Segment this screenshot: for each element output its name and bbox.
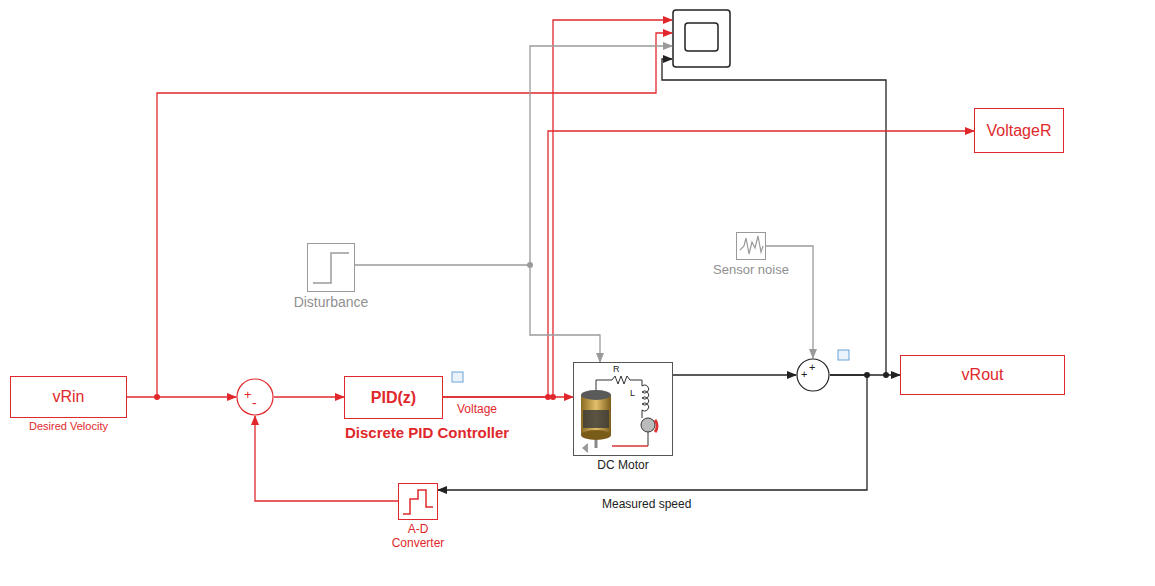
outport-block: vRout bbox=[900, 355, 1065, 395]
sum-block-text: + bbox=[801, 368, 807, 380]
sum-block-text: + bbox=[244, 387, 252, 402]
noise-block: Sensor noise bbox=[736, 232, 766, 260]
sum-block: +- bbox=[236, 378, 274, 416]
inport-block-text: vRin bbox=[52, 388, 84, 406]
outport-block: VoltageR bbox=[974, 108, 1064, 153]
scope-wire bbox=[530, 46, 672, 265]
inport-block: vRinDesired Velocity bbox=[10, 376, 127, 418]
step-block-text: Disturbance bbox=[294, 294, 369, 310]
component-label: R bbox=[613, 364, 620, 374]
signal-line bbox=[274, 396, 344, 397]
sum-block-text: - bbox=[252, 395, 257, 411]
sum-block-text: + bbox=[809, 361, 815, 373]
noise-icon bbox=[740, 236, 763, 254]
signal-line bbox=[127, 396, 236, 397]
log-icon bbox=[838, 350, 849, 360]
scope-block bbox=[673, 10, 730, 67]
outport-block-text: VoltageR bbox=[987, 122, 1052, 140]
step-icon bbox=[313, 253, 349, 283]
inport-block-text: Desired Velocity bbox=[29, 420, 108, 432]
scope-wire bbox=[157, 33, 672, 397]
sum-block: ++ bbox=[796, 358, 830, 392]
dc-motor-block-text: DC Motor bbox=[597, 458, 648, 472]
outport-block-text: vRout bbox=[962, 366, 1004, 384]
adc-block: A-D Converter bbox=[398, 483, 438, 520]
scope-wire bbox=[662, 59, 886, 375]
signal-line bbox=[443, 131, 974, 397]
scope-wire bbox=[553, 20, 672, 397]
pid-block-text: PID(z) bbox=[371, 389, 416, 407]
dc-motor-block: DC Motor bbox=[573, 362, 673, 456]
dc-motor-illustration bbox=[581, 376, 657, 453]
signal-label: Measured speed bbox=[600, 497, 693, 511]
adc-icon bbox=[403, 490, 433, 514]
noise-block-text: Sensor noise bbox=[713, 262, 789, 277]
pid-block-text: Discrete PID Controller bbox=[345, 424, 509, 441]
step-block: Disturbance bbox=[307, 243, 355, 292]
component-label: L bbox=[630, 388, 635, 398]
log-icon bbox=[452, 372, 463, 382]
adc-block-text: A-D Converter bbox=[385, 522, 451, 550]
signal-line bbox=[673, 374, 796, 375]
signal-line bbox=[355, 265, 600, 362]
pid-block: PID(z)Discrete PID Controller bbox=[344, 376, 443, 419]
signal-label: Voltage bbox=[455, 402, 499, 416]
